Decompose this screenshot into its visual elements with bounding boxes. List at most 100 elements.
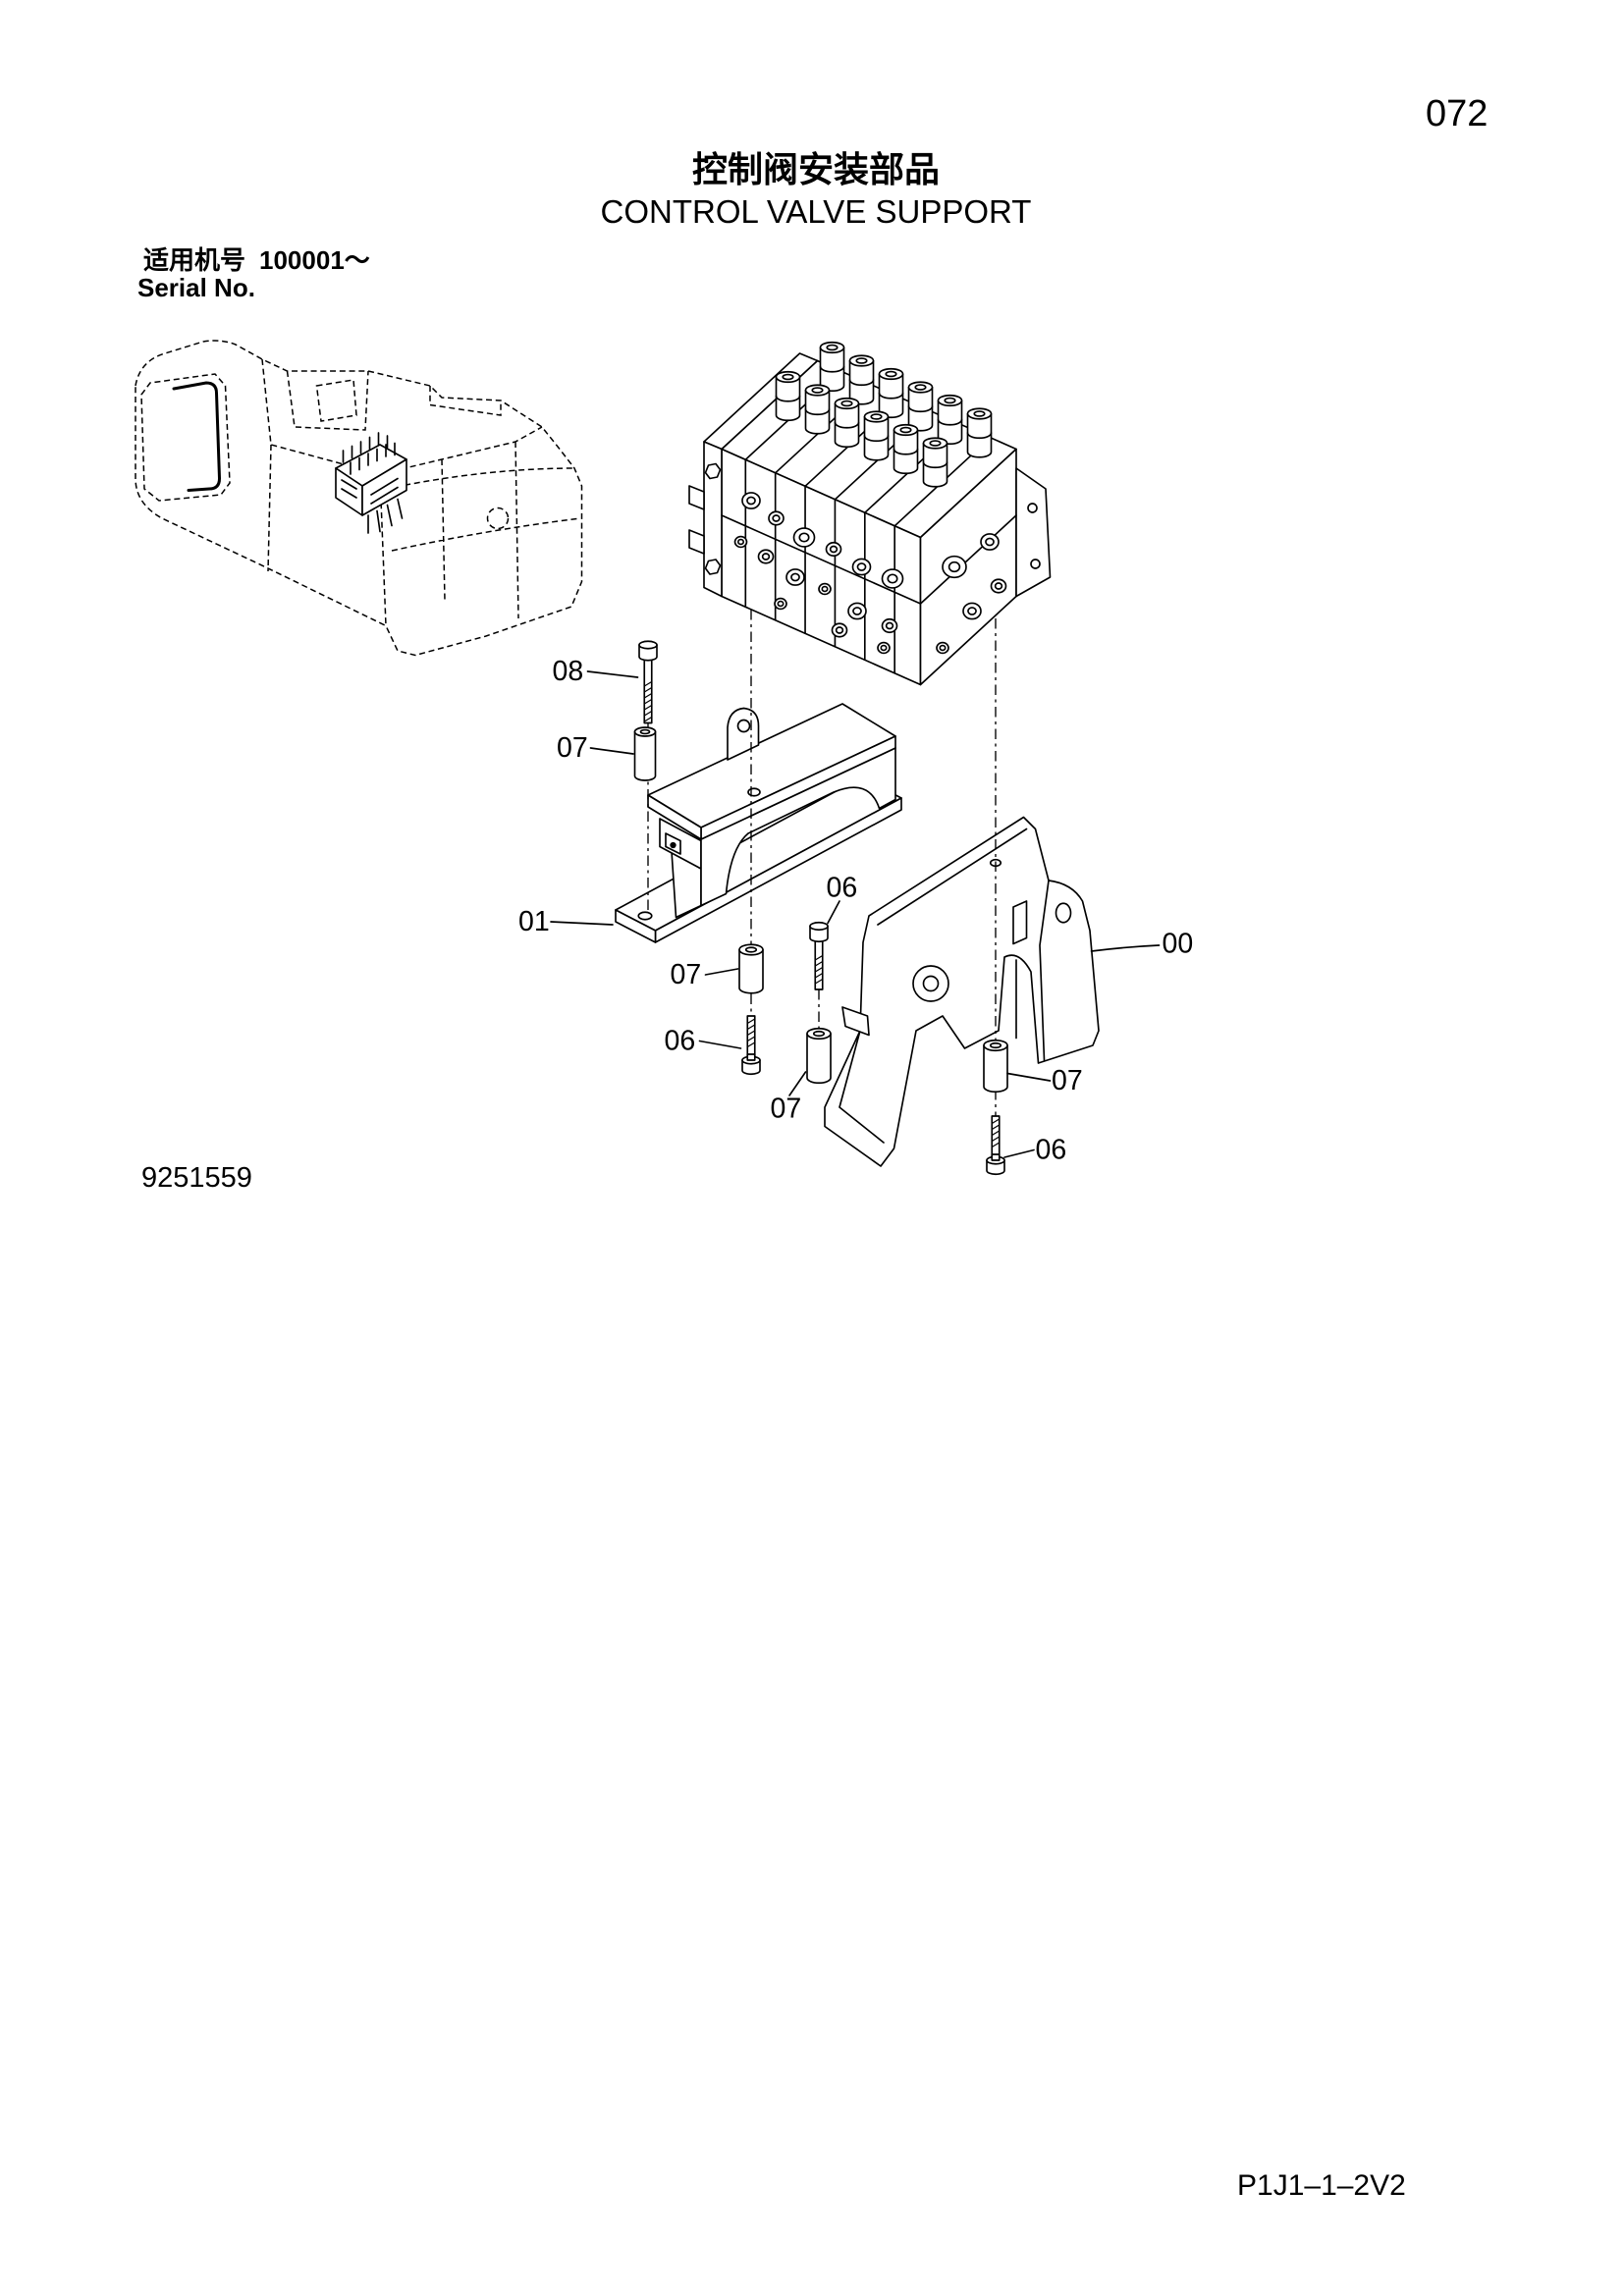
- valve-port-bore: [887, 573, 898, 584]
- mini-valve-ports: [341, 477, 399, 505]
- spool-cap-center: [914, 384, 927, 391]
- leader-line: [698, 1040, 742, 1049]
- leader-line: [550, 921, 614, 926]
- bracket-00-edge-lines: [839, 828, 1050, 1144]
- spool-body: [966, 412, 993, 458]
- spool-body: [937, 400, 963, 446]
- spool-body: [775, 376, 801, 422]
- valve-relief-lower: [688, 529, 705, 555]
- callout-label: 01: [518, 906, 550, 937]
- valve-port-bore: [885, 621, 894, 630]
- excavator-deck-lines: [261, 358, 581, 626]
- spool-band: [937, 418, 963, 426]
- valve-port-bore: [790, 572, 800, 582]
- spool-cap-center: [811, 387, 824, 394]
- page-number: 072: [1426, 93, 1489, 134]
- callout-label: 08: [553, 656, 584, 687]
- serial-applicability: 适用机号 100001～: [143, 247, 370, 274]
- bolt-08: [638, 640, 658, 724]
- bracket-01-base-end: [615, 909, 657, 943]
- callout-label: 07: [771, 1094, 802, 1125]
- valve-port-bore: [856, 562, 867, 571]
- valve-port-bore: [880, 644, 888, 652]
- excavator-cab-outline: [140, 373, 231, 502]
- valve-spool: [819, 341, 845, 393]
- mini-control-valve: [335, 432, 407, 534]
- bracket-01-lug-hole: [736, 719, 751, 733]
- excavator-fuel-cap: [486, 507, 510, 530]
- valve-hex-nut: [704, 559, 722, 575]
- spool-cap-center: [899, 426, 912, 434]
- valve-port-bore: [798, 532, 810, 543]
- bracket-00-side-clip: [841, 1006, 870, 1037]
- bolt-thread: [746, 1018, 756, 1048]
- valve-port-bore: [852, 607, 862, 615]
- valve-spools: [775, 341, 993, 488]
- valve-relief-upper: [688, 485, 705, 510]
- valve-port-bore: [835, 626, 844, 634]
- bracket-00-tab-hole: [1055, 902, 1072, 924]
- valve-mid-line: [721, 514, 1017, 605]
- valve-spool: [907, 381, 934, 432]
- valve-port-bore: [994, 582, 1003, 590]
- bracket-01-clip-bolt: [670, 841, 677, 849]
- spacer-body: [983, 1044, 1008, 1094]
- valve-hex-nut: [704, 462, 722, 480]
- valve-port-bore: [777, 600, 785, 608]
- excavator-cab-frame: [172, 381, 222, 492]
- valve-spool: [893, 423, 919, 475]
- spacer-bore: [639, 728, 651, 735]
- excavator-location-view: [135, 340, 583, 657]
- serial-label-chinese: 适用机号: [143, 246, 246, 276]
- bolt-shank-stub: [991, 1153, 1001, 1161]
- valve-spool: [804, 384, 831, 435]
- valve-port-bore: [736, 538, 745, 546]
- bolt-06: [986, 1115, 1005, 1176]
- control-valve: [688, 341, 1052, 686]
- spool-cap-center: [826, 344, 839, 351]
- valve-spool: [775, 370, 801, 422]
- valve-port-bore: [821, 585, 829, 593]
- bolt-head-top: [638, 640, 658, 650]
- spool-body: [863, 415, 890, 461]
- spool-band: [922, 461, 948, 469]
- page-title: CONTROL VALVE SUPPORT: [600, 193, 1032, 230]
- spool-body: [878, 373, 904, 419]
- valve-spool: [834, 397, 860, 449]
- excavator-seat-outline: [315, 379, 357, 422]
- bracket-01-base-hole: [637, 911, 653, 921]
- spool-cap-center: [870, 413, 883, 420]
- spacer-07: [983, 1039, 1008, 1094]
- valve-port-bore: [772, 514, 781, 522]
- spool-band: [848, 379, 875, 387]
- spool-cap-center: [944, 397, 956, 404]
- spool-body: [834, 402, 860, 449]
- bolt-thread: [643, 680, 653, 722]
- spacer-07: [806, 1027, 832, 1085]
- callout-label: 06: [1036, 1135, 1067, 1166]
- figure-number: 9251559: [141, 1162, 252, 1194]
- callout-label: 07: [671, 959, 702, 990]
- bolt-thread: [814, 954, 824, 985]
- excavator-body-outline: [135, 340, 583, 657]
- spool-cap-center: [782, 373, 794, 381]
- spacer-07: [633, 726, 657, 781]
- valve-port-bore: [939, 644, 947, 652]
- mini-valve-lines: [367, 498, 404, 534]
- leader-line: [1003, 1148, 1035, 1158]
- spool-band: [907, 405, 934, 413]
- valve-port-bore: [985, 537, 995, 547]
- valve-port-bore: [829, 545, 839, 554]
- spool-cap-center: [929, 440, 942, 447]
- spacer-bore: [744, 946, 758, 953]
- valve-port-bore: [761, 553, 771, 561]
- valve-spool: [878, 367, 904, 419]
- callout-label: 06: [827, 873, 858, 904]
- bracket-00-top-clip: [1012, 900, 1028, 945]
- leader-line: [586, 670, 639, 678]
- mini-valve-spools: [342, 432, 396, 475]
- valve-spool: [848, 354, 875, 405]
- serial-range: 100001～: [259, 245, 370, 275]
- leader-line: [788, 1071, 807, 1096]
- callout-label: 06: [665, 1026, 696, 1057]
